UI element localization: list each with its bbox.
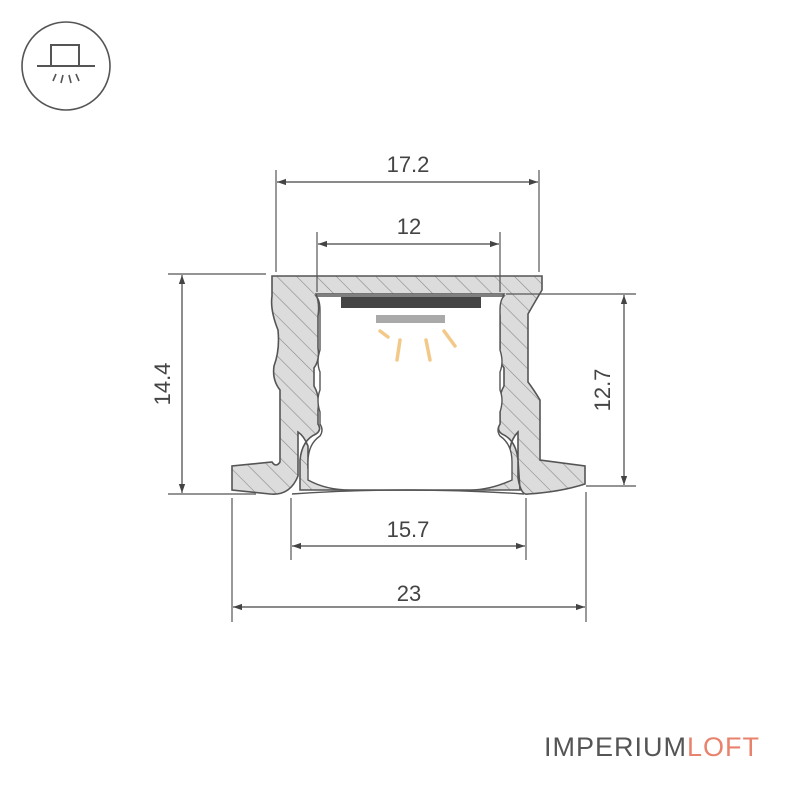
recessed-ceiling-light-icon	[21, 21, 111, 111]
dim-top-inner-width: 12	[397, 214, 421, 239]
dim-right-height: 12.7	[590, 369, 615, 412]
diffuser-bottom	[291, 489, 525, 495]
extension-lines	[168, 170, 636, 622]
led-glow-rays	[378, 329, 457, 362]
aluminium-profile-section	[231, 275, 586, 495]
dim-overall-width: 23	[397, 581, 421, 606]
led-strip-chip	[376, 315, 445, 323]
dim-bottom-inner-width: 15.7	[387, 517, 430, 542]
diffuser-channel	[307, 295, 513, 491]
dim-left-height: 14.4	[150, 363, 175, 406]
brand-logo: IMPERIUMLOFT	[544, 732, 760, 763]
brand-logo-part2: LOFT	[686, 732, 760, 762]
dimension-lines	[178, 178, 628, 611]
brand-logo-part1: IMPERIUM	[543, 732, 687, 762]
dim-top-outer-width: 17.2	[387, 152, 430, 177]
led-strip-bar	[341, 297, 481, 308]
